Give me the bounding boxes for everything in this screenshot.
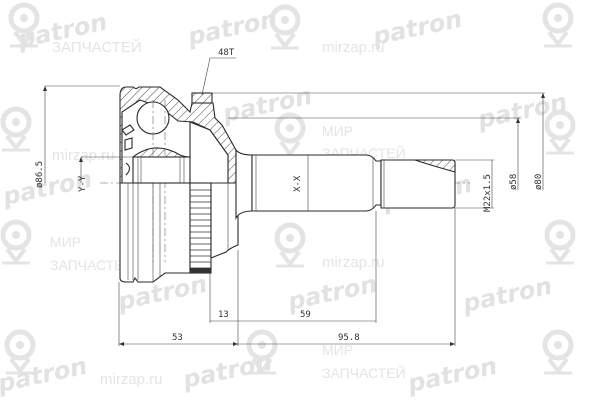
abs-ring-section [191,92,213,104]
map-pin-icon [546,222,574,263]
watermark-text: ЗАПЧАСТЕЙ [52,38,142,56]
watermark-text: mirzap.ru [100,371,163,388]
watermark-text: МИР [322,123,353,139]
map-pin-icon [276,225,304,266]
inner-hub [132,156,191,184]
watermark-text: МИР [50,234,81,250]
watermark-brand: patron [369,5,464,51]
watermark-brand: patron [184,5,279,51]
axis-label-y: Y-Y [78,175,88,192]
dim-outer-diameter: ø86.5 [35,161,45,188]
dim-abs-diameter: ø80 [534,174,544,190]
map-pin-icon [2,109,30,150]
splined-shaft [251,154,382,212]
label-abs-teeth: 48T [218,48,235,58]
dim-thread: M22x1.5 [483,174,493,212]
cage-detail [121,124,135,136]
watermark-brand: patron [179,348,274,394]
dim-shaft-length: 95.8 [338,333,360,343]
watermark-brand: patron [404,352,499,398]
stub-body [189,121,229,184]
bell-housing-lower [119,182,191,283]
abs-tone-ring [189,182,212,274]
cage-detail [124,137,133,151]
watermark-brand: patron [459,272,554,318]
dim-abs-offset: 13 [218,310,229,320]
dimension-lines: ø86.5 ø58 ø80 M22x1.5 48T 13 [35,48,545,346]
dim-bell-length: 53 [172,333,183,343]
thread-chamfer [414,159,456,173]
map-pin-icon [276,115,304,156]
cv-joint-body [119,86,456,283]
shaft-neck [235,148,253,221]
watermark-text: mirzap.ru [322,254,385,271]
watermark-text: ЗАПЧАСТЕЙ [50,256,134,273]
watermark-text: МИР [322,342,353,358]
dim-spline-length: 59 [300,310,311,320]
stub-lower [210,182,239,259]
circlip [125,162,131,176]
watermark-text: mirzap.ru [322,39,385,56]
map-pin-icon [544,332,572,373]
watermark-text: ЗАПЧАСТЕЙ [322,364,406,381]
map-pin-icon [544,5,572,46]
watermark-brand: patron [474,88,569,134]
map-pin-icon [2,222,30,263]
watermark-brand: patron [284,270,379,316]
dim-seal-diameter: ø58 [509,174,519,190]
watermark-text: mirzap.ru [52,147,115,164]
axis-label-x: X-X [293,175,303,192]
